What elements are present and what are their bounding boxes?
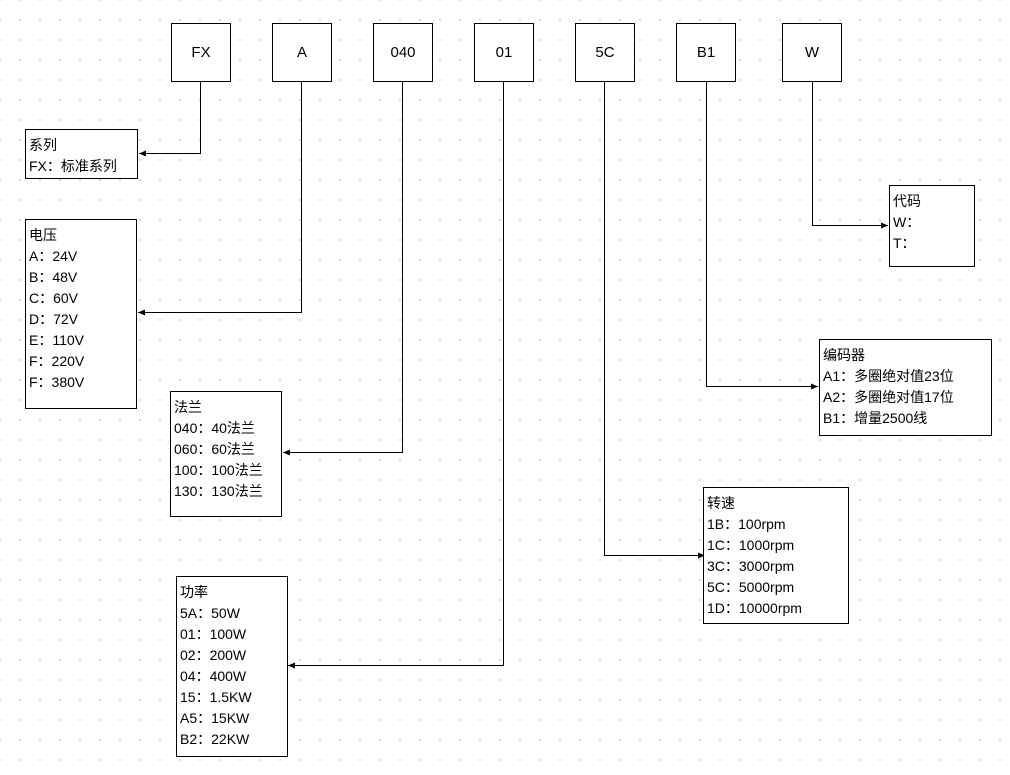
connector-encoder bbox=[706, 82, 818, 390]
encoder-legend-item: A2：多圈绝对值17位 bbox=[823, 389, 954, 405]
speed-legend-item: 3C：3000rpm bbox=[707, 558, 795, 574]
encoder-legend-box: 编码器 A1：多圈绝对值23位 A2：多圈绝对值17位 B1：增量2500线 bbox=[819, 339, 992, 436]
power-legend-item: 02：200W bbox=[180, 647, 247, 663]
code-legend-box: 代码 W： T： bbox=[889, 185, 975, 267]
code-legend-item: W： bbox=[893, 214, 921, 230]
connector-code bbox=[812, 82, 888, 229]
speed-legend-item: 1C：1000rpm bbox=[707, 537, 795, 553]
connector-power bbox=[288, 82, 504, 669]
voltage-legend-item: D：72V bbox=[29, 311, 79, 327]
power-legend-box: 功率 5A：50W 01：100W 02：200W 04：400W 15：1.5… bbox=[176, 576, 288, 757]
connector-speed bbox=[604, 82, 705, 559]
voltage-legend-item: E：110V bbox=[29, 332, 84, 348]
series-legend-title: 系列 bbox=[29, 137, 57, 153]
code-box-encoder: B1 bbox=[676, 23, 736, 82]
code-box-voltage: A bbox=[272, 23, 332, 82]
code-box-power: 01 bbox=[474, 23, 534, 82]
code-box-series: FX bbox=[171, 23, 231, 82]
speed-legend-box: 转速 1B：100rpm 1C：1000rpm 3C：3000rpm 5C：50… bbox=[703, 487, 849, 624]
power-legend-item: 15：1.5KW bbox=[180, 689, 252, 705]
connector-series bbox=[139, 82, 201, 157]
flange-legend-box: 法兰 040：40法兰 060：60法兰 100：100法兰 130：130法兰 bbox=[170, 391, 282, 517]
code-box-flange: 040 bbox=[373, 23, 433, 82]
voltage-legend-title: 电压 bbox=[29, 227, 57, 243]
flange-legend-item: 040：40法兰 bbox=[174, 420, 255, 436]
flange-legend-title: 法兰 bbox=[174, 399, 202, 415]
speed-legend-title: 转速 bbox=[707, 495, 735, 511]
power-legend-item: 01：100W bbox=[180, 626, 247, 642]
flange-legend-item: 060：60法兰 bbox=[174, 441, 255, 457]
encoder-legend-item: B1：增量2500线 bbox=[823, 410, 928, 426]
power-legend-title: 功率 bbox=[180, 584, 208, 600]
power-legend-item: 5A：50W bbox=[180, 605, 240, 621]
power-legend-item: 04：400W bbox=[180, 668, 247, 684]
speed-legend-item: 1D：10000rpm bbox=[707, 600, 802, 616]
series-legend-box: 系列 FX：标准系列 bbox=[25, 129, 138, 179]
voltage-legend-box: 电压 A：24V B：48V C：60V D：72V E：110V F：220V… bbox=[25, 219, 137, 409]
code-box-code: W bbox=[782, 23, 842, 82]
code-box-speed: 5C bbox=[575, 23, 635, 82]
speed-legend-item: 1B：100rpm bbox=[707, 516, 786, 532]
series-legend-item: FX：标准系列 bbox=[29, 158, 117, 174]
connector-flange bbox=[283, 82, 403, 456]
connector-voltage bbox=[138, 82, 302, 316]
code-legend-item: T： bbox=[893, 235, 916, 251]
flange-legend-item: 130：130法兰 bbox=[174, 483, 263, 499]
voltage-legend-item: A：24V bbox=[29, 248, 78, 264]
code-legend-title: 代码 bbox=[893, 193, 921, 209]
voltage-legend-item: C：60V bbox=[29, 290, 79, 306]
voltage-legend-item: B：48V bbox=[29, 269, 78, 285]
voltage-legend-item: F：380V bbox=[29, 374, 85, 390]
power-legend-item: A5：15KW bbox=[180, 710, 250, 726]
speed-legend-item: 5C：5000rpm bbox=[707, 579, 795, 595]
voltage-legend-item: F：220V bbox=[29, 353, 85, 369]
power-legend-item: B2：22KW bbox=[180, 731, 250, 747]
encoder-legend-title: 编码器 bbox=[823, 347, 865, 363]
flange-legend-item: 100：100法兰 bbox=[174, 462, 263, 478]
encoder-legend-item: A1：多圈绝对值23位 bbox=[823, 368, 954, 384]
